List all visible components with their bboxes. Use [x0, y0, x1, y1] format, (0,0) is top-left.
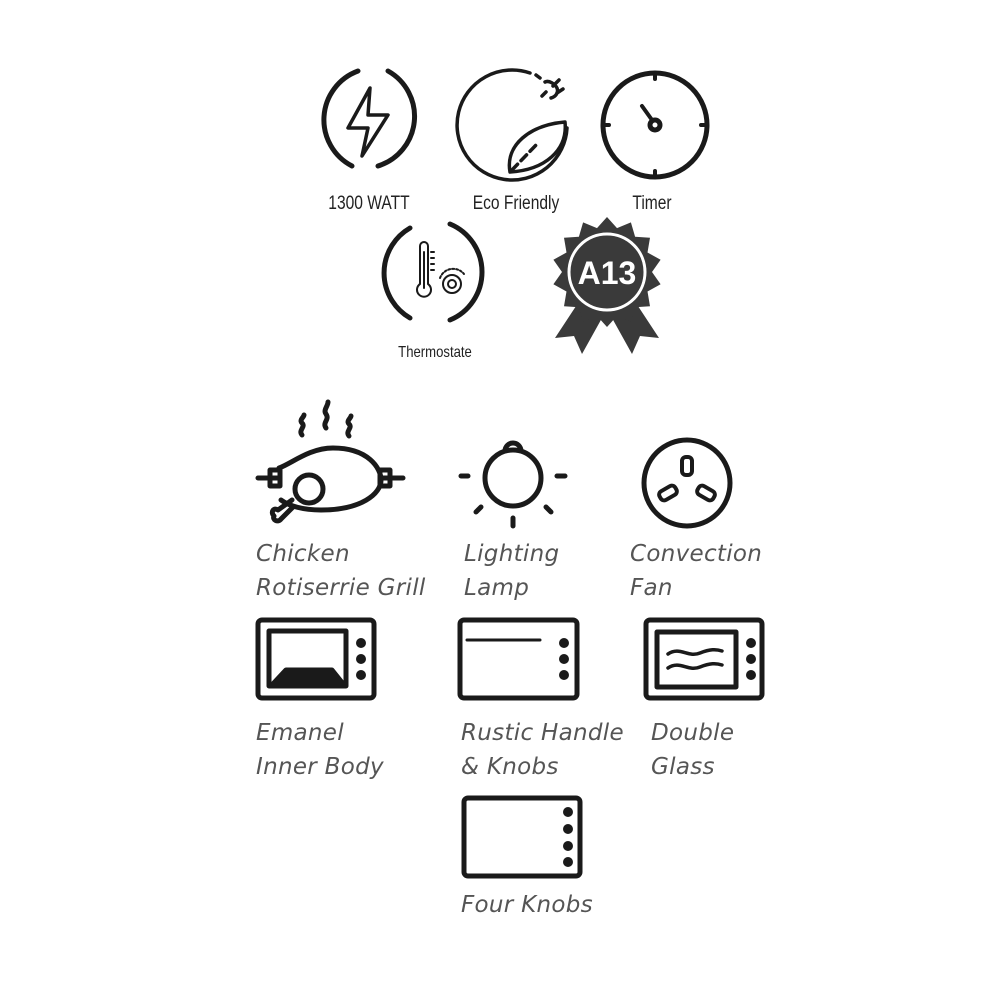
label-line: Lighting	[464, 541, 560, 567]
oven-handle-icon	[457, 617, 580, 701]
label-line: Double	[651, 720, 735, 746]
label-line: Emanel	[256, 720, 344, 746]
eco-leaf-plug-icon	[455, 68, 569, 182]
oven-four-knobs-icon	[461, 795, 583, 879]
thermometer-icon	[381, 221, 485, 323]
oven-double-glass-icon	[643, 617, 765, 701]
badge-text: A13	[578, 255, 637, 291]
label-line: & Knobs	[461, 754, 559, 780]
oven-enamel-icon	[255, 617, 377, 701]
timer-icon	[600, 70, 710, 180]
label-line: Convection	[630, 541, 763, 567]
label-line: Fan	[630, 575, 673, 601]
label-line: Glass	[651, 754, 715, 780]
lightning-icon	[321, 68, 417, 169]
label-thermostate: Thermostate	[398, 344, 472, 361]
label-line: Chicken	[256, 541, 350, 567]
rotisserie-chicken-icon	[255, 399, 406, 524]
label-timer: Timer	[632, 193, 672, 214]
label-line: Inner Body	[256, 754, 384, 780]
award-badge-icon: A13	[553, 217, 661, 354]
lamp-icon	[458, 440, 568, 529]
label-eco-friendly: Eco Friendly	[472, 193, 560, 214]
label-four-knobs: Four Knobs	[461, 888, 593, 922]
label-1300-watt: 1300 WATT	[328, 193, 410, 214]
label-line: Four Knobs	[461, 892, 593, 918]
label-line: Rotiserrie Grill	[256, 575, 426, 601]
fan-icon	[641, 437, 733, 529]
label-rustic-handle: Rustic Handle & Knobs	[461, 716, 624, 784]
label-line: Rustic Handle	[461, 720, 624, 746]
label-line: Lamp	[464, 575, 530, 601]
